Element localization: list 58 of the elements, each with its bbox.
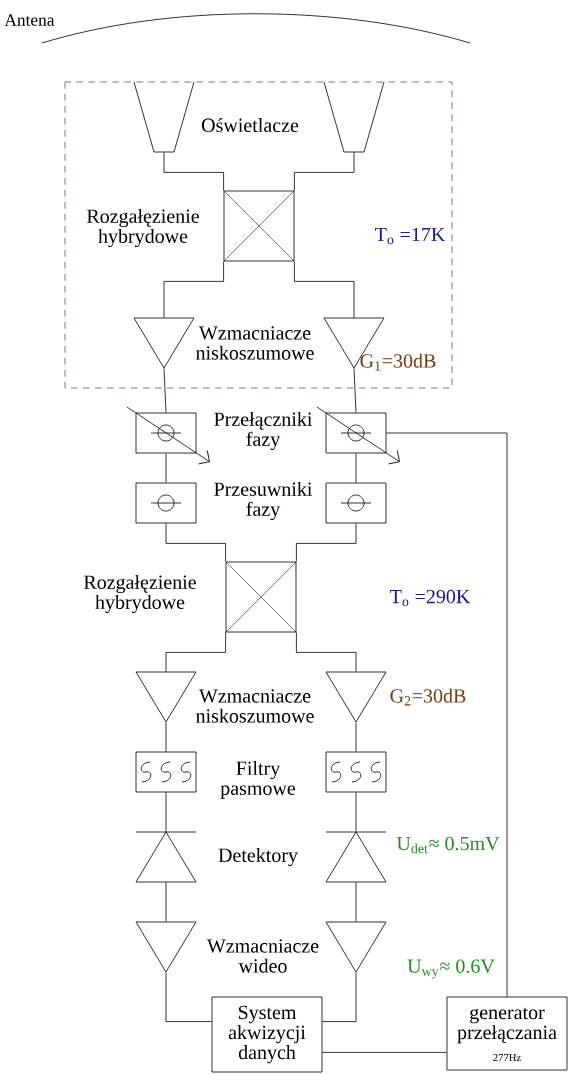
text-label: Detektory [218,847,298,867]
amplifier-symbol [135,671,197,723]
phase-switch [316,406,400,465]
connector-line [386,432,508,997]
parameter-label: T$_{o}$ =290K [390,589,471,607]
connector-line [355,792,357,832]
detector-diode [325,831,387,883]
connector-line [355,453,357,483]
parameter-label: G$_{1}$=30dB [360,353,436,371]
connector-line [296,632,357,672]
connector-line [165,722,167,752]
generator-box: generator przełączania 277Hz [446,996,568,1071]
horn-antenna [133,81,195,153]
parameter-label: T$_{o}$ =17K [375,227,446,245]
connector-line [165,523,226,562]
connector-line [322,972,357,1022]
connector-line [165,453,167,483]
hybrid-coupler [225,561,297,633]
connector-line [294,152,355,191]
text-label: Przełączniki fazy [214,411,313,451]
amplifier-symbol [133,317,195,369]
connector-line [163,368,167,413]
filter-symbol [325,751,387,793]
text-label: Rozgałęzienie hybrydowe [83,574,196,614]
system-box: System akwizycji danych [211,996,323,1073]
connector-line [165,882,167,922]
detector-diode [135,831,197,883]
text-label: Wzmacniacze niskoszumowe [196,326,314,360]
connector-line [163,261,224,318]
connector-line [294,261,355,318]
text-label: Wzmacniacze niskoszumowe [196,689,314,723]
parameter-label: U$_{det}$≈ 0.5mV [396,836,500,854]
connector-line [165,792,167,832]
text-label: Oświetlacze [201,117,299,133]
connector-line [165,972,212,1022]
phase-switch [126,406,210,465]
connector-line [165,632,226,672]
connector-line [322,1052,447,1053]
connector-line [353,368,357,413]
phase-shifter [135,482,197,524]
text-label: Rozgałęzienie hybrydowe [86,208,199,248]
amplifier-symbol [325,921,387,973]
parameter-label: U$_{wy}$≈ 0.6V [407,959,495,979]
connector-line [355,882,357,922]
text-label: Wzmacniacze wideo [206,939,319,973]
text-label: Przesuwniki fazy [214,481,313,521]
phase-shifter [325,482,387,524]
filter-symbol [135,751,197,793]
hybrid-coupler [223,190,295,262]
connector-line [163,152,224,191]
connector-line [296,523,357,562]
horn-antenna [323,81,385,153]
amplifier-symbol [135,921,197,973]
parameter-label: G$_{2}$=30dB [390,688,466,706]
amplifier-symbol [325,671,387,723]
text-label: Antena [4,14,55,26]
connector-line [355,722,357,752]
text-label: Filtry pasmowe [220,760,296,800]
